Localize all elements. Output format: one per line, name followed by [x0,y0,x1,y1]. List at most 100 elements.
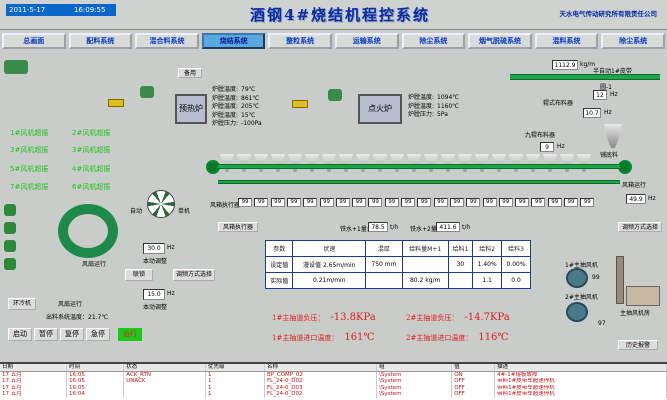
airbox-value-field[interactable]: 99 [482,198,497,207]
airbox-value-field[interactable]: 99 [547,198,562,207]
airbox-value-field[interactable]: 99 [352,198,367,207]
nav-button-6[interactable]: 除尘系统 [401,33,466,49]
log-header-cell[interactable]: 组 [376,364,453,372]
reserve-button[interactable]: 备用 [178,68,202,78]
table-cell[interactable]: 30 [447,256,474,273]
table-cell[interactable]: 1.1 [472,272,503,289]
log-header-cell[interactable]: 值 [451,364,496,372]
airbox-value-field[interactable]: 99 [515,198,530,207]
table-header-cell: 混厚 [365,240,403,257]
airbox-value-field[interactable]: 99 [335,198,350,207]
ignition-furnace[interactable]: 点火炉 [358,94,402,124]
nav-button-1[interactable]: 配料系统 [68,33,133,49]
nav-button-0[interactable]: 总画面 [2,33,66,49]
interlock-button[interactable]: 联锁 [125,269,153,281]
table-header-cell: 给料量M+1 [401,240,449,257]
nav-button-2[interactable]: 混合料系统 [135,33,199,49]
log-header-cell[interactable]: 优先级 [205,364,266,372]
airbox-value-field[interactable]: 99 [417,198,432,207]
blower-icon[interactable] [4,222,16,234]
box1-field[interactable]: 12 [593,90,607,100]
airbox-value-field[interactable]: 99 [319,198,334,207]
table-cell[interactable]: 1.40% [472,256,503,273]
nav-button-7[interactable]: 烟气脱硫系统 [468,33,532,49]
airbox-value-field[interactable]: 99 [303,198,318,207]
box2-field[interactable]: 10.7 [583,108,601,118]
top-belt [510,74,660,80]
log-header-cell[interactable]: 描述 [494,364,667,372]
airbox-value-field[interactable]: 99 [384,198,399,207]
airbox-value-field[interactable]: 99 [580,198,595,207]
blower-icon[interactable] [4,60,28,74]
start-button[interactable]: 启动 [8,328,32,341]
airbox-hopper-icon [475,154,489,172]
blower-icon[interactable] [4,204,16,216]
hz1-field[interactable]: 30.0 [143,243,165,254]
nav-button-9[interactable]: 除尘系统 [601,33,665,49]
airbox-hopper-icon [339,154,353,172]
main-fan-icon[interactable] [566,302,588,322]
airbox-value-field[interactable]: 99 [466,198,481,207]
table-cell[interactable]: 0.0 [501,272,531,289]
table-cell[interactable]: 80.2 kg/m [401,272,449,289]
nav-button-4[interactable]: 整粒系统 [268,33,332,49]
header-time: 16:09:55 [74,6,106,14]
blower-icon[interactable] [4,258,16,270]
flow2-field[interactable]: 411.6 [436,222,460,232]
flow1-field[interactable]: 78.5 [368,222,388,232]
log-header-cell[interactable]: 状态 [123,364,206,372]
table-cell[interactable] [401,256,449,273]
airbox-value-field[interactable]: 99 [286,198,301,207]
valve-icon[interactable] [108,99,124,107]
log-header-cell[interactable]: 时间 [66,364,125,372]
airbox-value-field[interactable]: 99 [368,198,383,207]
reset-button[interactable]: 复停 [60,328,84,341]
machine-speed-field[interactable]: 49.9 [626,194,646,204]
blower-icon[interactable] [4,240,16,252]
flow2-unit: t/h [462,224,471,231]
table-cell[interactable] [365,272,403,289]
airbox-value-field[interactable]: 99 [401,198,415,207]
freq-mode-button-2[interactable]: 调频方式选择 [618,222,662,232]
preheat-furnace[interactable]: 预热炉 [175,94,207,124]
estop-button[interactable]: 急停 [86,328,110,341]
table-cell[interactable]: 0.00% [501,256,531,273]
ring-cooler-icon[interactable] [58,204,118,258]
nav-button-3[interactable]: 烧结系统 [201,33,266,49]
airbox-value-field[interactable]: 99 [531,198,546,207]
log-header-cell[interactable]: 名称 [264,364,378,372]
fan-wheel-icon[interactable] [147,190,175,218]
airbox-value-field[interactable]: 99 [564,198,578,207]
freq-mode-button[interactable]: 调频方式选择 [173,269,215,281]
airbox-value-field[interactable]: 99 [498,198,513,207]
nav-button-5[interactable]: 运输系统 [334,33,399,49]
nav-button-8[interactable]: 混料系统 [534,33,599,49]
history-alarm-button[interactable]: 历史报警 [618,340,658,350]
airbox-value-field[interactable]: 99 [270,198,285,207]
airbox-value-field[interactable]: 99 [238,198,252,207]
log-cell: 4#-1#辊板故障 [494,371,667,378]
blower-icon[interactable] [140,86,154,98]
airbox-value-field[interactable]: 99 [449,198,464,207]
pause-button[interactable]: 暂停 [34,328,58,341]
box3-field[interactable]: 9 [540,142,554,152]
hz2-field[interactable]: 15.0 [143,289,165,300]
table-cell[interactable] [447,272,474,289]
airbox-button[interactable]: 风箱执行器 [218,222,258,232]
main-fan-icon[interactable] [566,268,588,288]
tail-wheel-icon[interactable] [618,160,632,174]
valve-icon[interactable] [292,100,308,108]
log-header-cell[interactable]: 日期 [0,364,68,372]
flow-field[interactable]: 1112.9 [552,60,578,70]
reading-row: 炉膛温度:1160℃ [408,103,459,112]
table-cell[interactable]: 750 mm [365,256,403,273]
airbox-value-field[interactable]: 99 [254,198,269,207]
ring-cooler-button[interactable]: 环冷机 [8,298,36,310]
table-cell: 设定值 [264,256,294,273]
blower-icon[interactable] [328,89,342,101]
airbox-value-field[interactable]: 99 [433,198,448,207]
